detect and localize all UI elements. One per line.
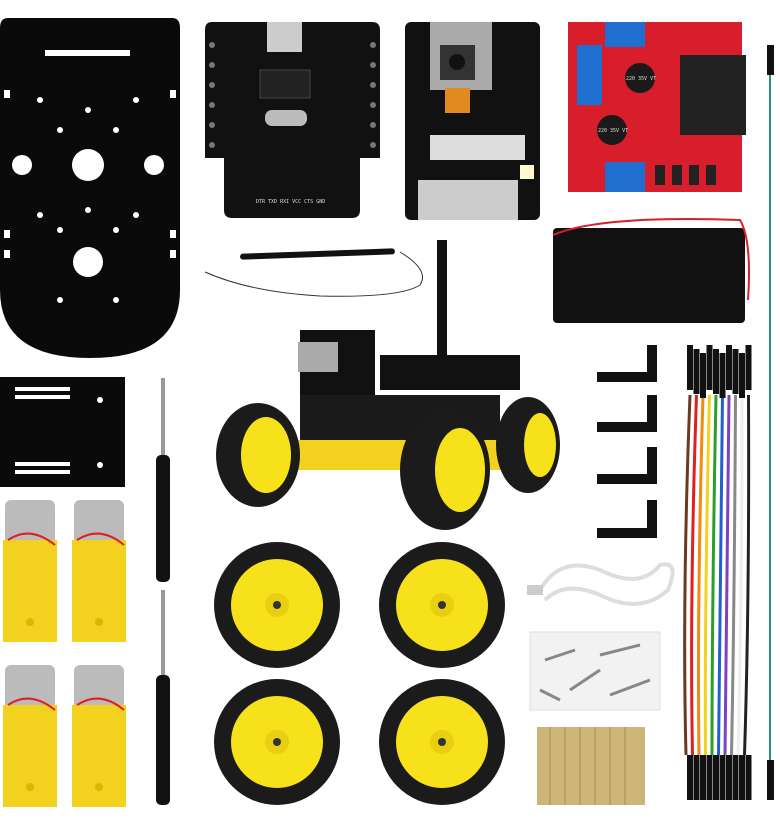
usb-programmer-board: DTR TXD RXI VCC CTS GND — [205, 22, 380, 218]
gear-motor — [72, 665, 126, 807]
jumper-connector — [693, 755, 700, 800]
jumper-connector — [706, 345, 713, 390]
jumper-wire — [717, 394, 724, 756]
jumper-connector — [745, 755, 752, 800]
battery-box — [552, 218, 750, 323]
jumper-wire — [703, 394, 711, 756]
esp32-cam-board — [405, 22, 540, 220]
jumper-wire — [683, 394, 692, 756]
dupont-wire — [767, 45, 774, 800]
jumper-wire — [743, 394, 751, 756]
acrylic-chassis-plate — [0, 18, 180, 358]
jumper-connector — [726, 345, 732, 390]
uart-pin-labels: DTR TXD RXI VCC CTS GND — [256, 199, 325, 205]
jumper-connector — [732, 349, 739, 394]
jumper-wires — [683, 345, 752, 800]
jumper-connector — [732, 755, 739, 800]
jumper-connector — [719, 353, 726, 398]
wifi-antenna — [204, 248, 423, 297]
wheel — [379, 679, 505, 805]
l-brackets — [597, 345, 657, 538]
jumper-connector — [687, 755, 693, 800]
usb-cable — [527, 562, 675, 606]
screws-bag — [529, 631, 661, 711]
car-wheel — [496, 397, 560, 493]
jumper-connector — [700, 755, 706, 800]
capacitor-label: 220 35V VT — [626, 76, 656, 82]
jumper-wire — [730, 394, 737, 756]
jumper-connector — [739, 755, 745, 800]
jumper-wire — [710, 394, 718, 756]
capacitor-label: 220 35V VT — [598, 128, 628, 134]
brass-standoffs — [537, 727, 645, 805]
jumper-connector — [726, 755, 732, 800]
jumper-connector — [719, 755, 726, 800]
jumper-connector — [700, 353, 706, 398]
assembled-robot-car — [216, 240, 560, 530]
jumper-connector — [706, 755, 713, 800]
l298n-motor-driver: 220 35V VT 220 35V VT — [568, 22, 746, 192]
jumper-connector — [713, 349, 719, 394]
gear-motor — [3, 500, 57, 642]
jumper-wire — [697, 394, 705, 756]
gear-motor — [72, 500, 126, 642]
wheel — [379, 542, 505, 668]
car-wheel — [400, 410, 490, 530]
jumper-connector — [693, 349, 700, 394]
jumper-connector — [739, 353, 745, 398]
car-wheel — [216, 403, 300, 507]
gear-motors — [3, 500, 126, 807]
screwdrivers — [156, 378, 170, 805]
wheels — [214, 542, 505, 805]
wheel — [214, 679, 340, 805]
jumper-connector — [687, 345, 693, 390]
jumper-wire — [736, 394, 744, 756]
jumper-connector — [745, 345, 752, 390]
jumper-wire — [723, 394, 731, 756]
acrylic-small-plate — [0, 377, 125, 487]
jumper-connector — [713, 755, 719, 800]
jumper-wire — [690, 394, 698, 756]
wheel — [214, 542, 340, 668]
gear-motor — [3, 665, 57, 807]
